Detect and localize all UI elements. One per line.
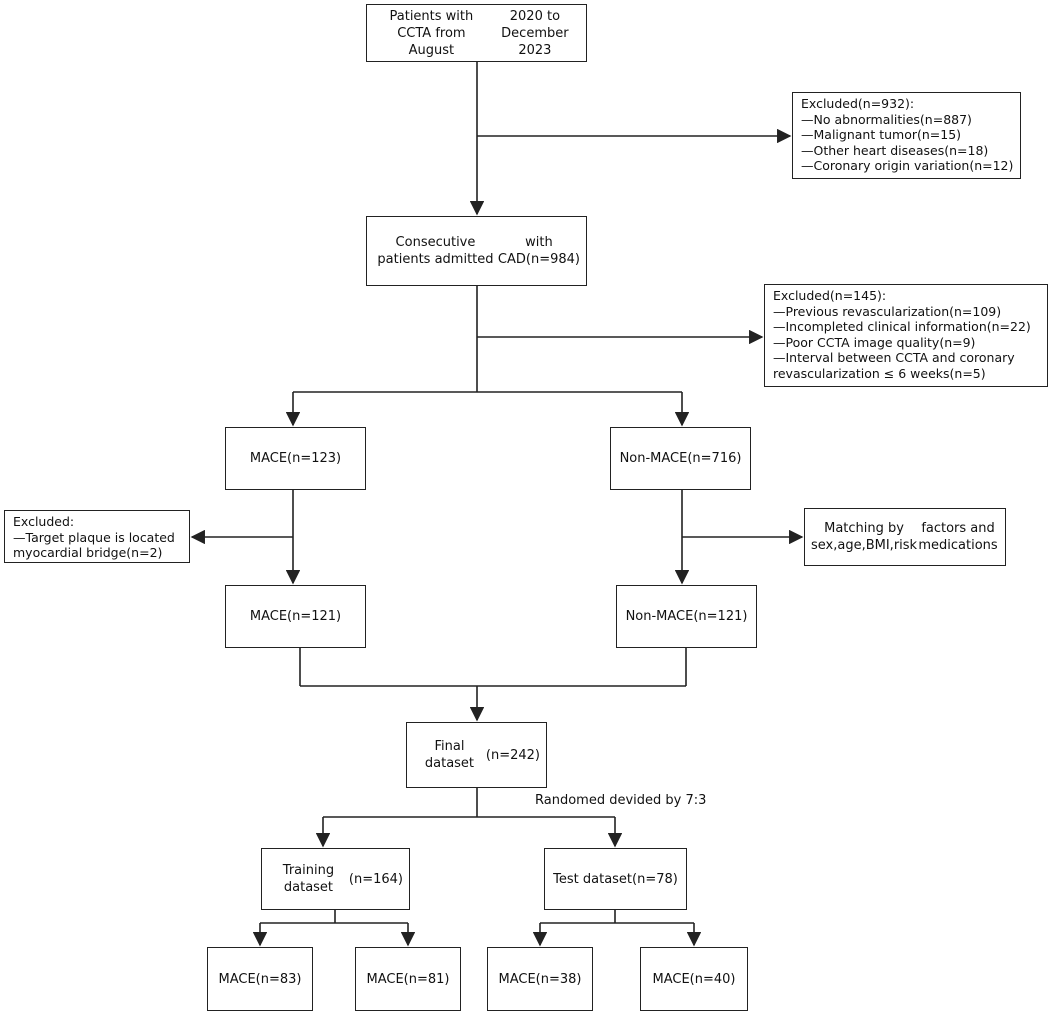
node-excluded-bridge-line-1: Excluded: — [13, 514, 75, 529]
node-patients-ccta-line-2: 2020 to December 2023 — [501, 8, 569, 58]
node-test-dataset: Test dataset(n=78) — [544, 848, 687, 910]
node-mace-40-line-1: MACE(n=40) — [652, 971, 736, 987]
node-mace-81: MACE(n=81) — [355, 947, 461, 1011]
node-consecutive-cad-line-2: with CAD(n=984) — [497, 235, 580, 267]
node-mace-83: MACE(n=83) — [207, 947, 313, 1011]
node-matching-line-2: factors and medications — [918, 521, 998, 553]
node-excluded-bridge-line-2: —Target plaque is located — [13, 529, 175, 545]
node-mace-123-line-1: MACE(n=123) — [249, 451, 342, 466]
node-mace-121: MACE(n=121) — [225, 585, 366, 648]
node-nonmace-716: Non-MACE(n=716) — [610, 427, 751, 490]
node-excluded-bridge-line-3: myocardial bridge(n=2) — [13, 545, 163, 560]
node-mace-38: MACE(n=38) — [487, 947, 593, 1011]
node-mace-123: MACE(n=123) — [225, 427, 366, 490]
node-excluded-145-line-5: —Interval between CCTA and coronary — [773, 350, 1015, 365]
node-training-dataset: Training dataset (n=164) — [261, 848, 410, 910]
node-mace-38-line-1: MACE(n=38) — [498, 971, 582, 987]
node-excluded-932-line-2: —No abnormalities(n=887) — [801, 111, 972, 127]
node-matching-line-1: Matching by sex,age,BMI,risk — [811, 521, 918, 553]
node-final-dataset-line-1: Final dataset — [424, 739, 475, 771]
node-mace-40: MACE(n=40) — [640, 947, 748, 1011]
node-final-dataset: Final dataset (n=242) — [406, 722, 547, 788]
node-excluded-932-line-5: —Coronary origin variation(n=12) — [801, 158, 1014, 173]
node-mace-121-line-1: MACE(n=121) — [249, 609, 342, 624]
split-ratio-label: Randomed devided by 7:3 — [535, 793, 707, 808]
node-consecutive-cad-line-1: Consecutive patients admitted — [377, 235, 494, 267]
node-nonmace-716-line-1: Non-MACE(n=716) — [619, 451, 742, 466]
node-excluded-932-line-1: Excluded(n=932): — [801, 96, 915, 111]
node-excluded-932-line-4: —Other heart diseases(n=18) — [801, 142, 989, 158]
node-test-dataset-line-1: Test dataset — [553, 871, 633, 887]
node-excluded-145: Excluded(n=145):—Previous revascularizat… — [764, 284, 1048, 387]
node-mace-81-line-1: MACE(n=81) — [366, 971, 450, 987]
node-training-dataset-line-1: Training dataset — [282, 863, 335, 895]
node-training-dataset-line-2: (n=164) — [348, 871, 403, 887]
node-patients-ccta: Patients with CCTA from August 2020 to De… — [366, 4, 587, 62]
node-nonmace-121: Non-MACE(n=121) — [616, 585, 757, 648]
node-excluded-932-line-3: —Malignant tumor(n=15) — [801, 127, 962, 142]
node-nonmace-121-line-1: Non-MACE(n=121) — [625, 609, 748, 624]
node-test-dataset-line-2: (n=78) — [632, 871, 678, 887]
node-final-dataset-line-2: (n=242) — [485, 747, 540, 763]
node-excluded-145-line-6: revascularization ≤ 6 weeks(n=5) — [773, 365, 986, 381]
node-excluded-932: Excluded(n=932):—No abnormalities(n=887)… — [792, 92, 1021, 179]
node-excluded-145-line-1: Excluded(n=145): — [773, 288, 887, 303]
node-patients-ccta-line-1: Patients with CCTA from August — [389, 8, 474, 58]
node-excluded-145-line-3: —Incompleted clinical information(n=22) — [773, 319, 1031, 334]
node-excluded-145-line-4: —Poor CCTA image quality(n=9) — [773, 334, 976, 350]
node-excluded-145-line-2: —Previous revascularization(n=109) — [773, 303, 1002, 319]
node-mace-83-line-1: MACE(n=83) — [218, 971, 302, 987]
